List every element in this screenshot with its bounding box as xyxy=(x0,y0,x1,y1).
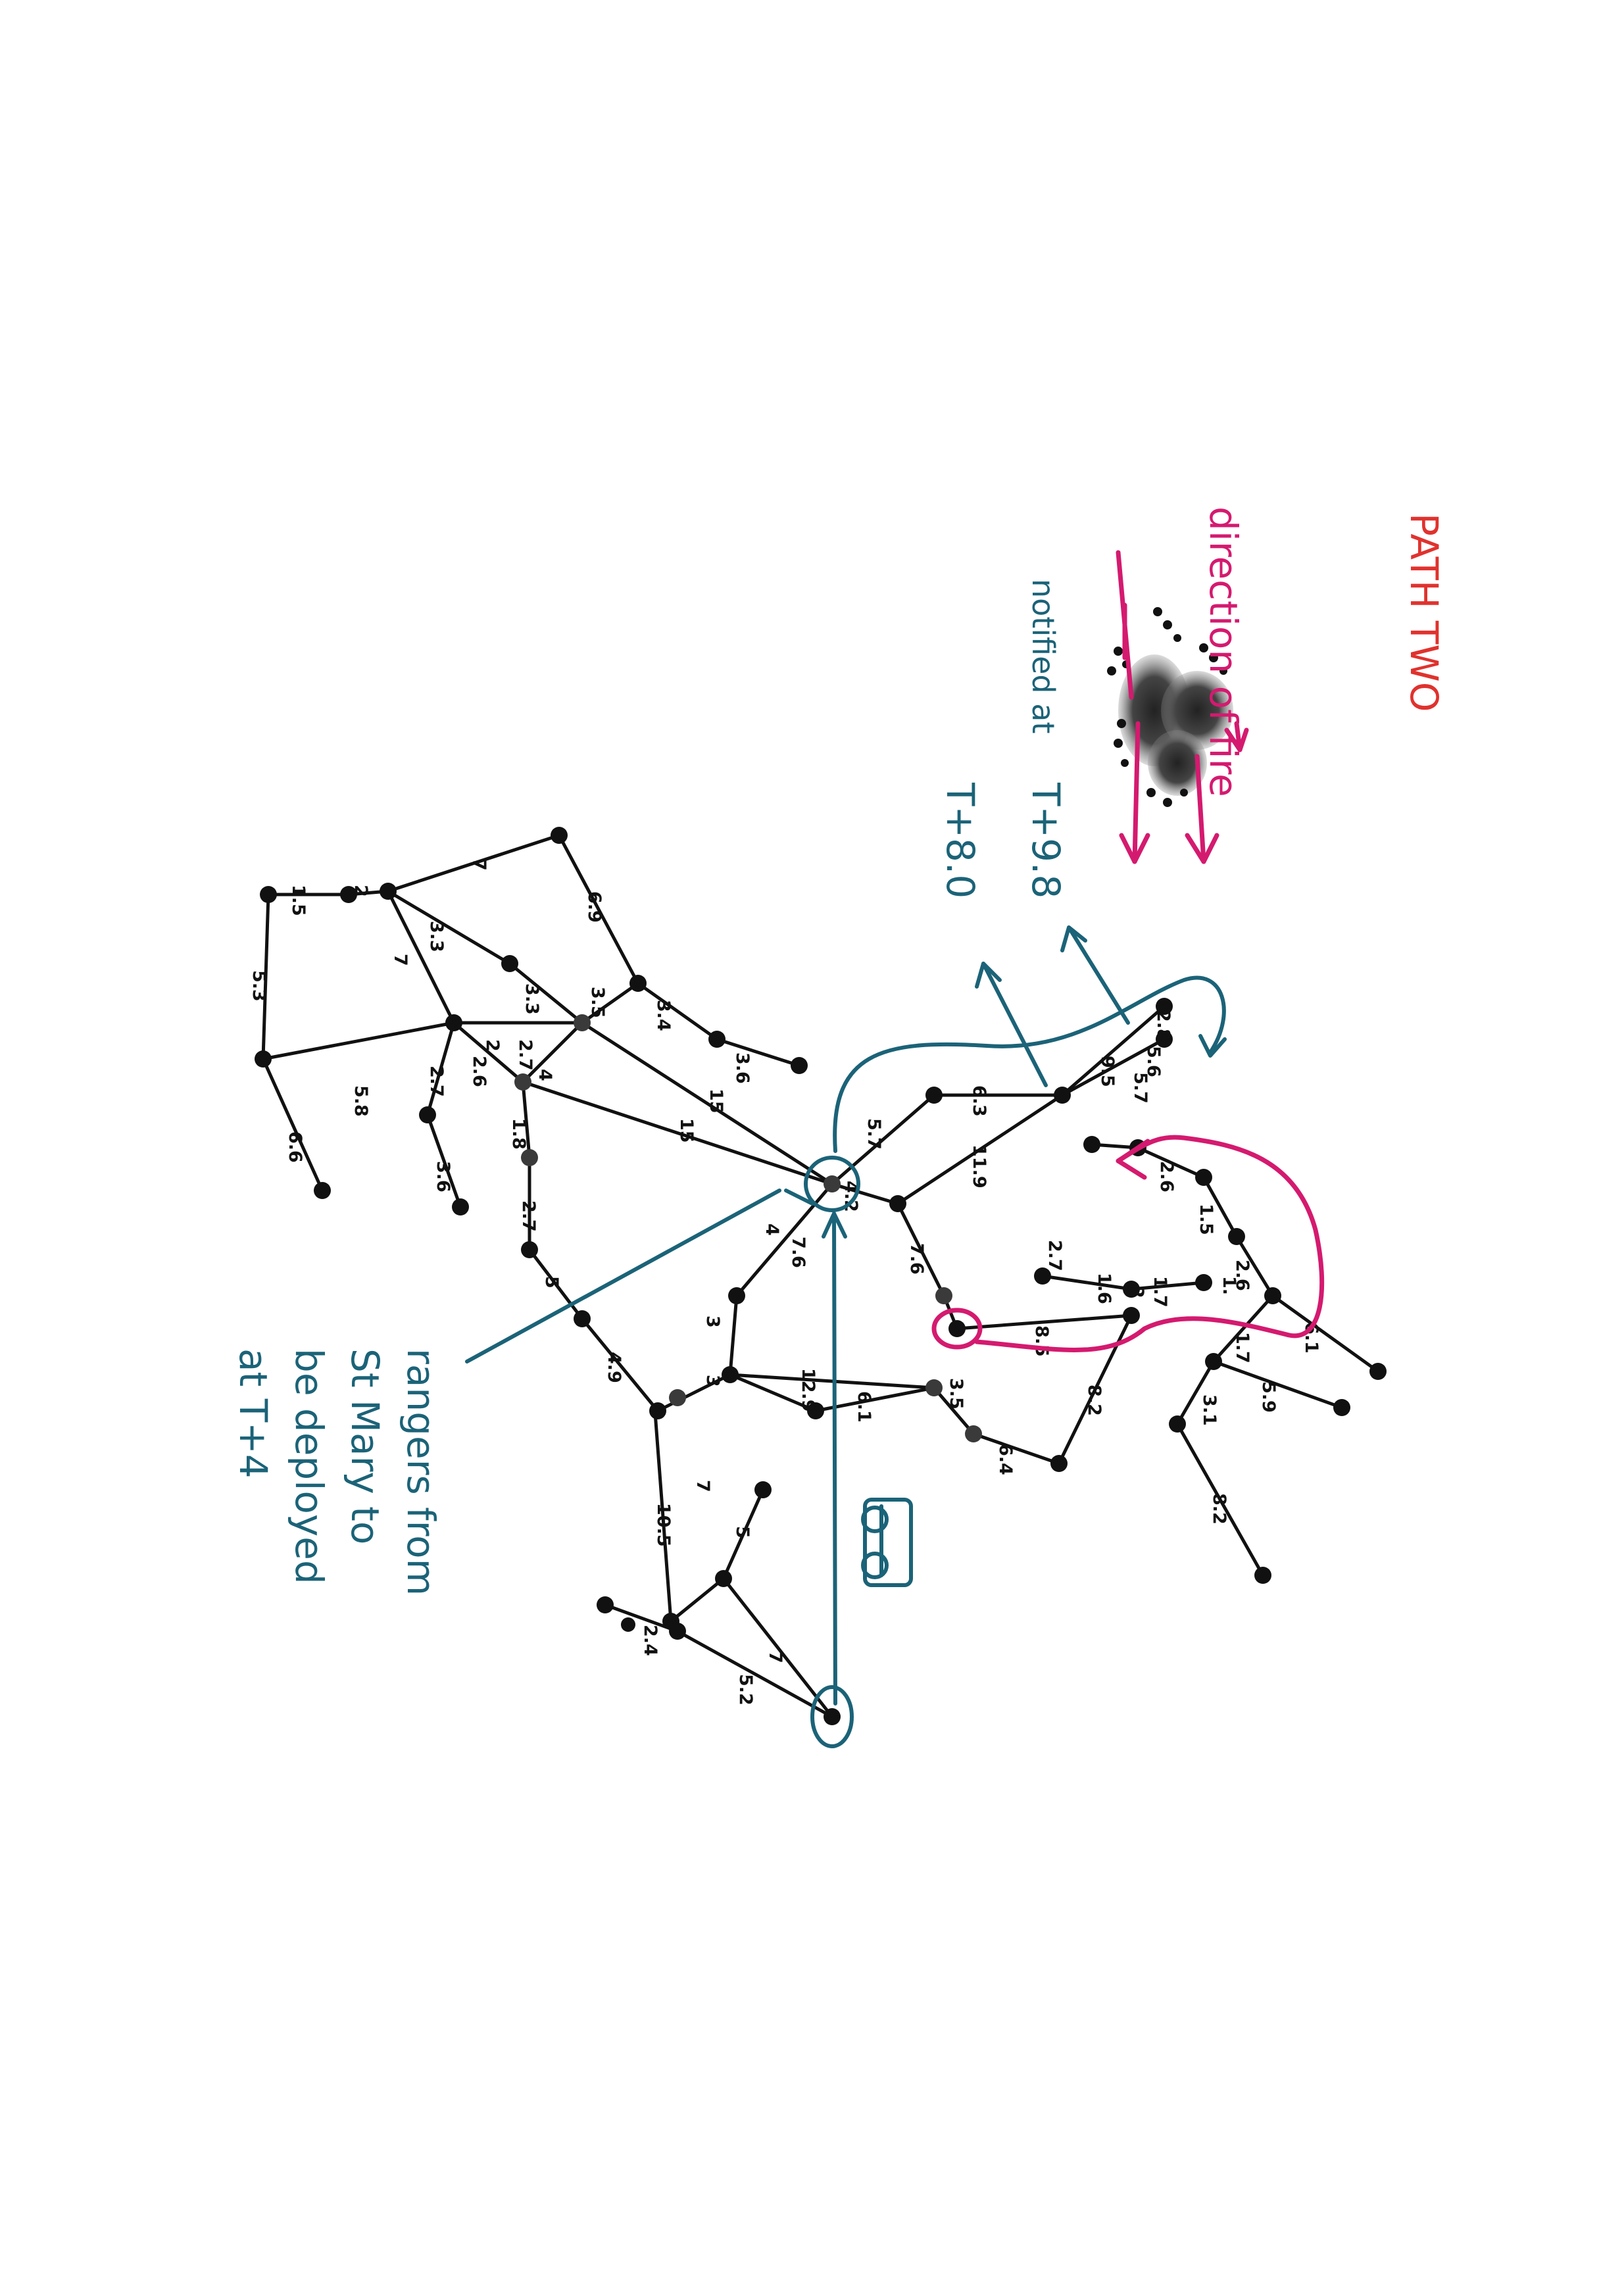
rangers-line-1: rangers from xyxy=(399,1348,443,1596)
rangers-line-2: St Mary to xyxy=(343,1348,387,1544)
weight-label: 15 xyxy=(676,1118,697,1143)
weight-label: 12.9 xyxy=(798,1368,818,1412)
weight-label: 1. xyxy=(1219,1276,1239,1295)
weight-label: 4 xyxy=(762,1223,782,1236)
weight-label: 8.2 xyxy=(1209,1493,1229,1525)
weight-label: 1.8 xyxy=(508,1118,529,1150)
weight-label: 7 xyxy=(469,858,489,871)
weight-label: 2.7 xyxy=(1045,1240,1065,1271)
weight-label: 5.6 xyxy=(1143,1046,1164,1077)
weight-label: 3.6 xyxy=(732,1052,752,1084)
path-title: PATH TWO xyxy=(1402,513,1446,712)
notified-label: notified at xyxy=(1025,579,1061,733)
weight-label: 7 xyxy=(390,954,410,966)
graph-nodes xyxy=(255,827,1387,1725)
weight-label: 7.6 xyxy=(788,1237,808,1268)
weight-label: 4 xyxy=(535,1069,555,1081)
weight-label: 15 xyxy=(706,1089,726,1114)
weight-label: 2.6 xyxy=(469,1056,489,1087)
weight-label: 3.5 xyxy=(946,1378,966,1410)
weight-label: 8.2 xyxy=(1084,1385,1104,1416)
weight-label: 11.9 xyxy=(969,1144,989,1189)
weight-label: 3.4 xyxy=(653,1000,674,1031)
weight-label: 5.7 xyxy=(1130,1072,1150,1104)
handwritten-annotations: PATH TWO direction of fire notified at T… xyxy=(231,506,1446,1596)
edge-weights: 7 6.9 2 1.5 3.3 3.3 3.5 3.4 3.6 5.3 7 2 … xyxy=(249,858,1321,1706)
teal-route xyxy=(465,925,1227,1748)
rangers-line-4: at T+4 xyxy=(231,1348,276,1479)
fire-direction-arrows xyxy=(1116,550,1249,864)
weight-label: 2.6 xyxy=(1232,1260,1252,1291)
weight-label: 1.5 xyxy=(1196,1204,1216,1235)
weight-label: 8.5 xyxy=(1031,1325,1052,1357)
weight-label: 3 xyxy=(702,1375,723,1387)
fire-direction-label: direction of fire xyxy=(1201,506,1246,797)
weight-label: 2.6 xyxy=(1156,1161,1177,1192)
weight-label: 6.3 xyxy=(969,1085,989,1117)
weight-label: 1.6 xyxy=(1094,1273,1114,1304)
weight-label: 5.7 xyxy=(864,1118,884,1150)
weight-label: 7.6 xyxy=(906,1243,927,1275)
weight-label: 2.7 xyxy=(518,1200,539,1232)
weight-label: 6.4 xyxy=(995,1444,1016,1475)
teal-time: T+8.0 xyxy=(938,782,983,898)
weight-label: 5.9 xyxy=(1258,1381,1279,1413)
weight-label: 4.9 xyxy=(604,1352,624,1383)
weight-label: 2.8 xyxy=(1153,1010,1173,1041)
weight-label: 5 xyxy=(541,1276,562,1289)
weight-label: 7 xyxy=(693,1480,713,1492)
notified-time: T+9.8 xyxy=(1023,782,1068,898)
weight-label: 2 xyxy=(482,1039,503,1052)
weight-label: 3.3 xyxy=(426,921,447,952)
weight-label: 7 xyxy=(765,1651,785,1663)
weight-label: 6.9 xyxy=(584,891,604,923)
weight-label: 1.7 xyxy=(1232,1332,1252,1363)
weight-label: 3.5 xyxy=(587,987,608,1018)
weight-label: 1.7 xyxy=(1150,1276,1170,1308)
pink-route xyxy=(931,1135,1325,1352)
car-icon xyxy=(861,1498,913,1587)
weight-label: 3 xyxy=(702,1315,723,1328)
weight-label: 6.6 xyxy=(285,1131,305,1163)
rangers-line-3: be deployed xyxy=(287,1348,332,1584)
graph-edges xyxy=(261,833,1379,1719)
weight-label: 3.6 xyxy=(433,1161,453,1192)
weight-label: 1.5 xyxy=(288,885,308,916)
weight-label: 9.5 xyxy=(1097,1056,1118,1087)
weight-label: 2 xyxy=(1127,1286,1147,1298)
weight-label: 2.7 xyxy=(515,1039,535,1071)
weight-label: 5.3 xyxy=(249,970,269,1002)
weight-label: 2.7 xyxy=(426,1066,447,1097)
weight-label: 5 xyxy=(732,1526,752,1538)
weight-label: 5.2 xyxy=(735,1674,756,1706)
weight-label: 6.1 xyxy=(854,1391,874,1423)
weight-label: 2.4 xyxy=(640,1625,660,1656)
weight-label: 10.5 xyxy=(653,1503,674,1547)
weight-label: 3.1 xyxy=(1199,1394,1219,1426)
weight-label: 2 xyxy=(351,885,371,897)
weight-label: 3.3 xyxy=(522,983,542,1015)
weight-label: 5.8 xyxy=(351,1085,371,1117)
